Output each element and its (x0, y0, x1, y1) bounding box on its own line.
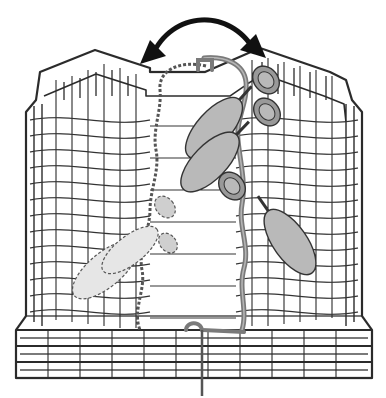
rack-hook-top (196, 58, 214, 72)
rack-hook-bottom (184, 321, 246, 334)
glass-3 (256, 195, 317, 276)
fold-direction-arrow-icon (140, 17, 266, 64)
basket-back-tines (63, 62, 327, 100)
ghost-glass-foot-2 (158, 232, 178, 254)
ghost-glass-2 (101, 225, 159, 275)
ghost-rack-wire (135, 62, 207, 331)
rack-folded-left-ghost (71, 62, 207, 331)
glass-1 (184, 85, 253, 160)
ghost-glass-foot-1 (154, 195, 176, 219)
basket-frame (14, 46, 374, 380)
basket-rim (14, 46, 374, 380)
rack-folded-right (180, 55, 317, 334)
